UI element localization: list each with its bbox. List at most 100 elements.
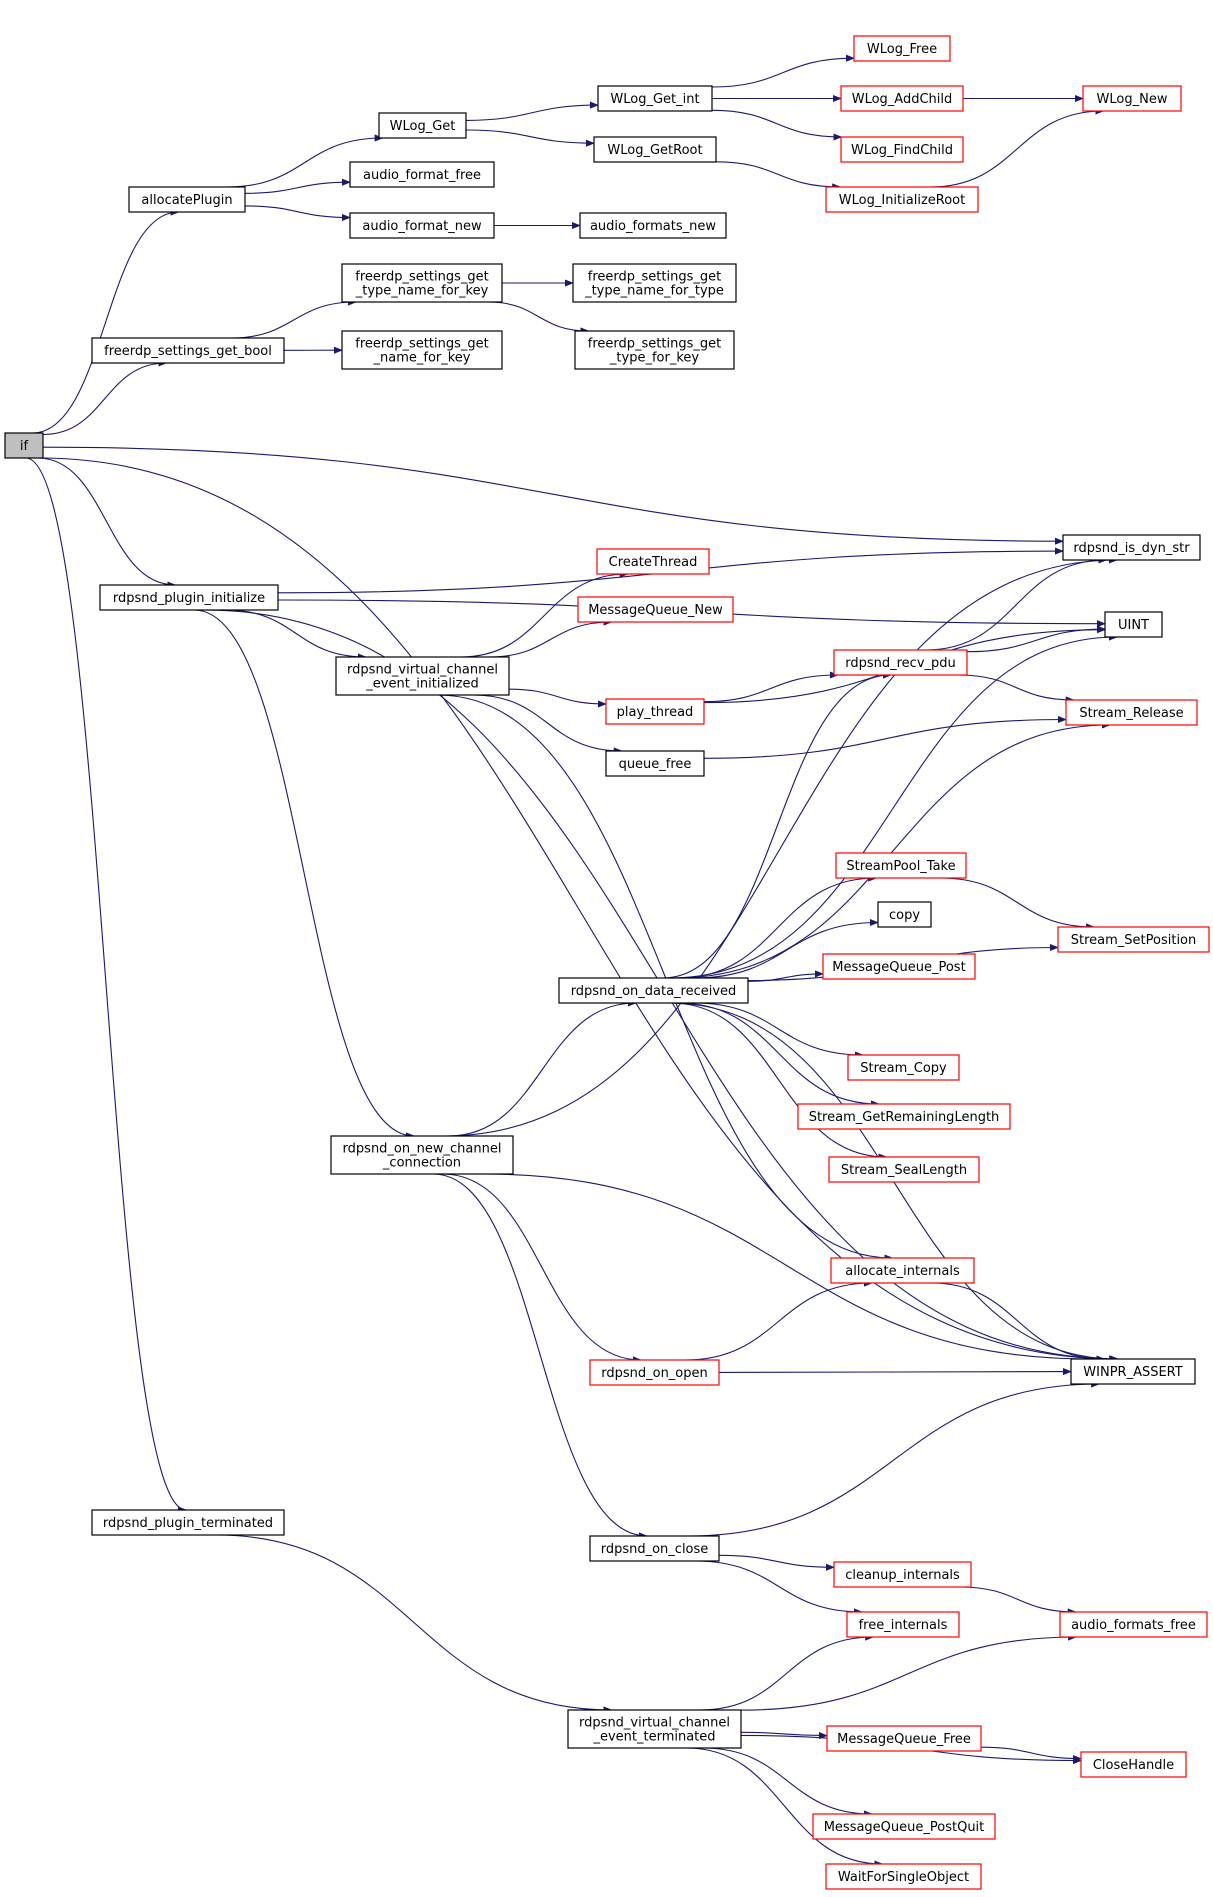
node-box [847, 1054, 960, 1081]
edge-play_thread-to-rdpsnd_recv_pdu [703, 671, 839, 703]
edge-rdpsnd_on_data_received-to-Stream_Release [674, 721, 1111, 979]
node-audio_format_free[interactable]: audio_format_free [349, 161, 495, 188]
edge-vc_event_initialized-to-allocate_internals [437, 694, 894, 1262]
node-rdpsnd_is_dyn_str[interactable]: rdpsnd_is_dyn_str [1062, 534, 1201, 561]
edge-WLog_Get-to-WLog_Get_int [465, 101, 599, 121]
node-play_thread[interactable]: play_thread [605, 698, 705, 725]
node-CreateThread[interactable]: CreateThread [596, 548, 710, 575]
node-box [378, 112, 467, 139]
node-fs_type_for_key[interactable]: freerdp_settings_get_type_for_key [574, 330, 735, 370]
node-box [1057, 926, 1210, 953]
node-label: WLog_Get [390, 119, 456, 134]
node-UINT[interactable]: UINT [1104, 611, 1163, 638]
node-WLog_Get_int[interactable]: WLog_Get_int [597, 85, 713, 112]
node-MessageQueue_Free[interactable]: MessageQueue_Free [826, 1725, 982, 1752]
edge-vc_event_terminated-to-WaitForSingleObject [686, 1747, 884, 1868]
node-label: queue_free [619, 757, 692, 772]
node-fs_type_name_for_type[interactable]: freerdp_settings_get_type_name_for_type [572, 263, 737, 303]
edge-rdpsnd_on_new_channel_connection-to-rdpsnd_on_close [433, 1173, 648, 1540]
node-WaitForSingleObject[interactable]: WaitForSingleObject [825, 1863, 982, 1890]
node-MessageQueue_New[interactable]: MessageQueue_New [577, 596, 734, 623]
node-rdpsnd_plugin_initialize[interactable]: rdpsnd_plugin_initialize [99, 584, 279, 611]
node-WLog_AddChild[interactable]: WLog_AddChild [840, 85, 964, 112]
node-audio_formats_free[interactable]: audio_formats_free [1059, 1611, 1208, 1638]
node-label: rdpsnd_virtual_channel [579, 1716, 730, 1731]
node-MessageQueue_PostQuit[interactable]: MessageQueue_PostQuit [812, 1813, 996, 1840]
node-WLog_Get[interactable]: WLog_Get [378, 112, 467, 139]
node-label: rdpsnd_recv_pdu [845, 656, 956, 671]
node-WLog_FindChild[interactable]: WLog_FindChild [840, 136, 964, 163]
node-label: CreateThread [609, 555, 698, 570]
node-rdpsnd_on_data_received[interactable]: rdpsnd_on_data_received [558, 977, 749, 1004]
node-fs_type_name_for_key[interactable]: freerdp_settings_get_type_name_for_key [341, 263, 503, 303]
edge-fs_get_bool-to-fs_type_name_for_key [231, 298, 357, 339]
edge-rdpsnd_plugin_initialize-to-vc_event_initialized [226, 609, 367, 661]
node-WLog_GetRoot[interactable]: WLog_GetRoot [593, 136, 717, 163]
node-MessageQueue_Post[interactable]: MessageQueue_Post [822, 953, 976, 980]
node-box [4, 432, 44, 459]
node-WLog_InitializeRoot[interactable]: WLog_InitializeRoot [825, 186, 979, 213]
node-free_internals[interactable]: free_internals [846, 1611, 960, 1638]
node-Stream_GetRemainingLength[interactable]: Stream_GetRemainingLength [797, 1103, 1011, 1130]
edge-vc_event_terminated-to-MessageQueue_Free [740, 1731, 828, 1740]
node-allocatePlugin[interactable]: allocatePlugin [128, 186, 246, 213]
node-allocate_internals[interactable]: allocate_internals [830, 1257, 975, 1284]
node-box [835, 852, 967, 879]
node-rdpsnd_on_close[interactable]: rdpsnd_on_close [589, 1535, 720, 1562]
node-box [825, 186, 979, 213]
node-rdpsnd_on_open[interactable]: rdpsnd_on_open [589, 1359, 720, 1386]
node-label: _type_for_key [609, 351, 699, 366]
edge-WLog_GetRoot-to-WLog_InitializeRoot [715, 161, 842, 191]
node-box [822, 953, 976, 980]
node-Stream_Copy[interactable]: Stream_Copy [847, 1054, 960, 1081]
node-WLog_New[interactable]: WLog_New [1082, 85, 1182, 112]
node-rdpsnd_plugin_terminated[interactable]: rdpsnd_plugin_terminated [91, 1509, 285, 1536]
node-label: _type_name_for_type [584, 284, 724, 299]
edge-if-to-allocatePlugin [32, 208, 180, 434]
node-box [812, 1813, 996, 1840]
node-CloseHandle[interactable]: CloseHandle [1080, 1751, 1187, 1778]
node-box [593, 136, 717, 163]
node-cleanup_internals[interactable]: cleanup_internals [833, 1561, 972, 1588]
node-if[interactable]: if [4, 432, 44, 459]
node-label: rdpsnd_virtual_channel [347, 663, 498, 678]
node-rdpsnd_recv_pdu[interactable]: rdpsnd_recv_pdu [833, 649, 968, 676]
node-copy[interactable]: copy [877, 901, 932, 928]
edge-MessageQueue_Free-to-CloseHandle [980, 1746, 1082, 1763]
node-fs_name_for_key[interactable]: freerdp_settings_get_name_for_key [341, 330, 503, 370]
edge-StreamPool_Take-to-Stream_SetPosition [940, 877, 1096, 931]
node-label: MessageQueue_New [588, 603, 723, 618]
node-label: freerdp_settings_get [355, 337, 488, 352]
node-fs_get_bool[interactable]: freerdp_settings_get_bool [91, 337, 285, 364]
node-WINPR_ASSERT[interactable]: WINPR_ASSERT [1070, 1358, 1196, 1385]
edge-rdpsnd_on_close-to-WINPR_ASSERT [688, 1380, 1101, 1537]
node-vc_event_initialized[interactable]: rdpsnd_virtual_channel_event_initialized [335, 656, 510, 696]
node-queue_free[interactable]: queue_free [605, 750, 705, 777]
node-box [846, 1611, 960, 1638]
node-label: freerdp_settings_get [588, 337, 721, 352]
edge-if-to-fs_get_bool [42, 359, 168, 436]
node-Stream_SealLength[interactable]: Stream_SealLength [828, 1156, 980, 1183]
node-label: rdpsnd_plugin_initialize [113, 591, 265, 606]
node-StreamPool_Take[interactable]: StreamPool_Take [835, 852, 967, 879]
node-box [597, 85, 713, 112]
edge-vc_event_initialized-to-CreateThread [460, 570, 629, 658]
node-audio_formats_new[interactable]: audio_formats_new [579, 212, 727, 239]
node-box [1070, 1358, 1196, 1385]
node-vc_event_terminated[interactable]: rdpsnd_virtual_channel_event_terminated [567, 1709, 742, 1749]
node-audio_format_new[interactable]: audio_format_new [349, 212, 495, 239]
edge-if-to-rdpsnd_plugin_initialize [37, 457, 177, 589]
node-label: copy [889, 908, 920, 923]
node-Stream_SetPosition[interactable]: Stream_SetPosition [1057, 926, 1210, 953]
node-box [574, 330, 735, 370]
node-rdpsnd_on_new_channel_connection[interactable]: rdpsnd_on_new_channel_connection [330, 1135, 514, 1175]
edge-rdpsnd_on_close-to-cleanup_internals [718, 1554, 835, 1571]
edge-rdpsnd_recv_pdu-to-Stream_Release [958, 674, 1075, 704]
edge-allocatePlugin-to-audio_format_free [244, 178, 351, 194]
node-Stream_Release[interactable]: Stream_Release [1065, 699, 1198, 726]
node-box [833, 649, 968, 676]
node-WLog_Free[interactable]: WLog_Free [853, 35, 951, 62]
edge-fs_type_name_for_key-to-fs_type_for_key [487, 301, 590, 335]
node-box [99, 584, 279, 611]
